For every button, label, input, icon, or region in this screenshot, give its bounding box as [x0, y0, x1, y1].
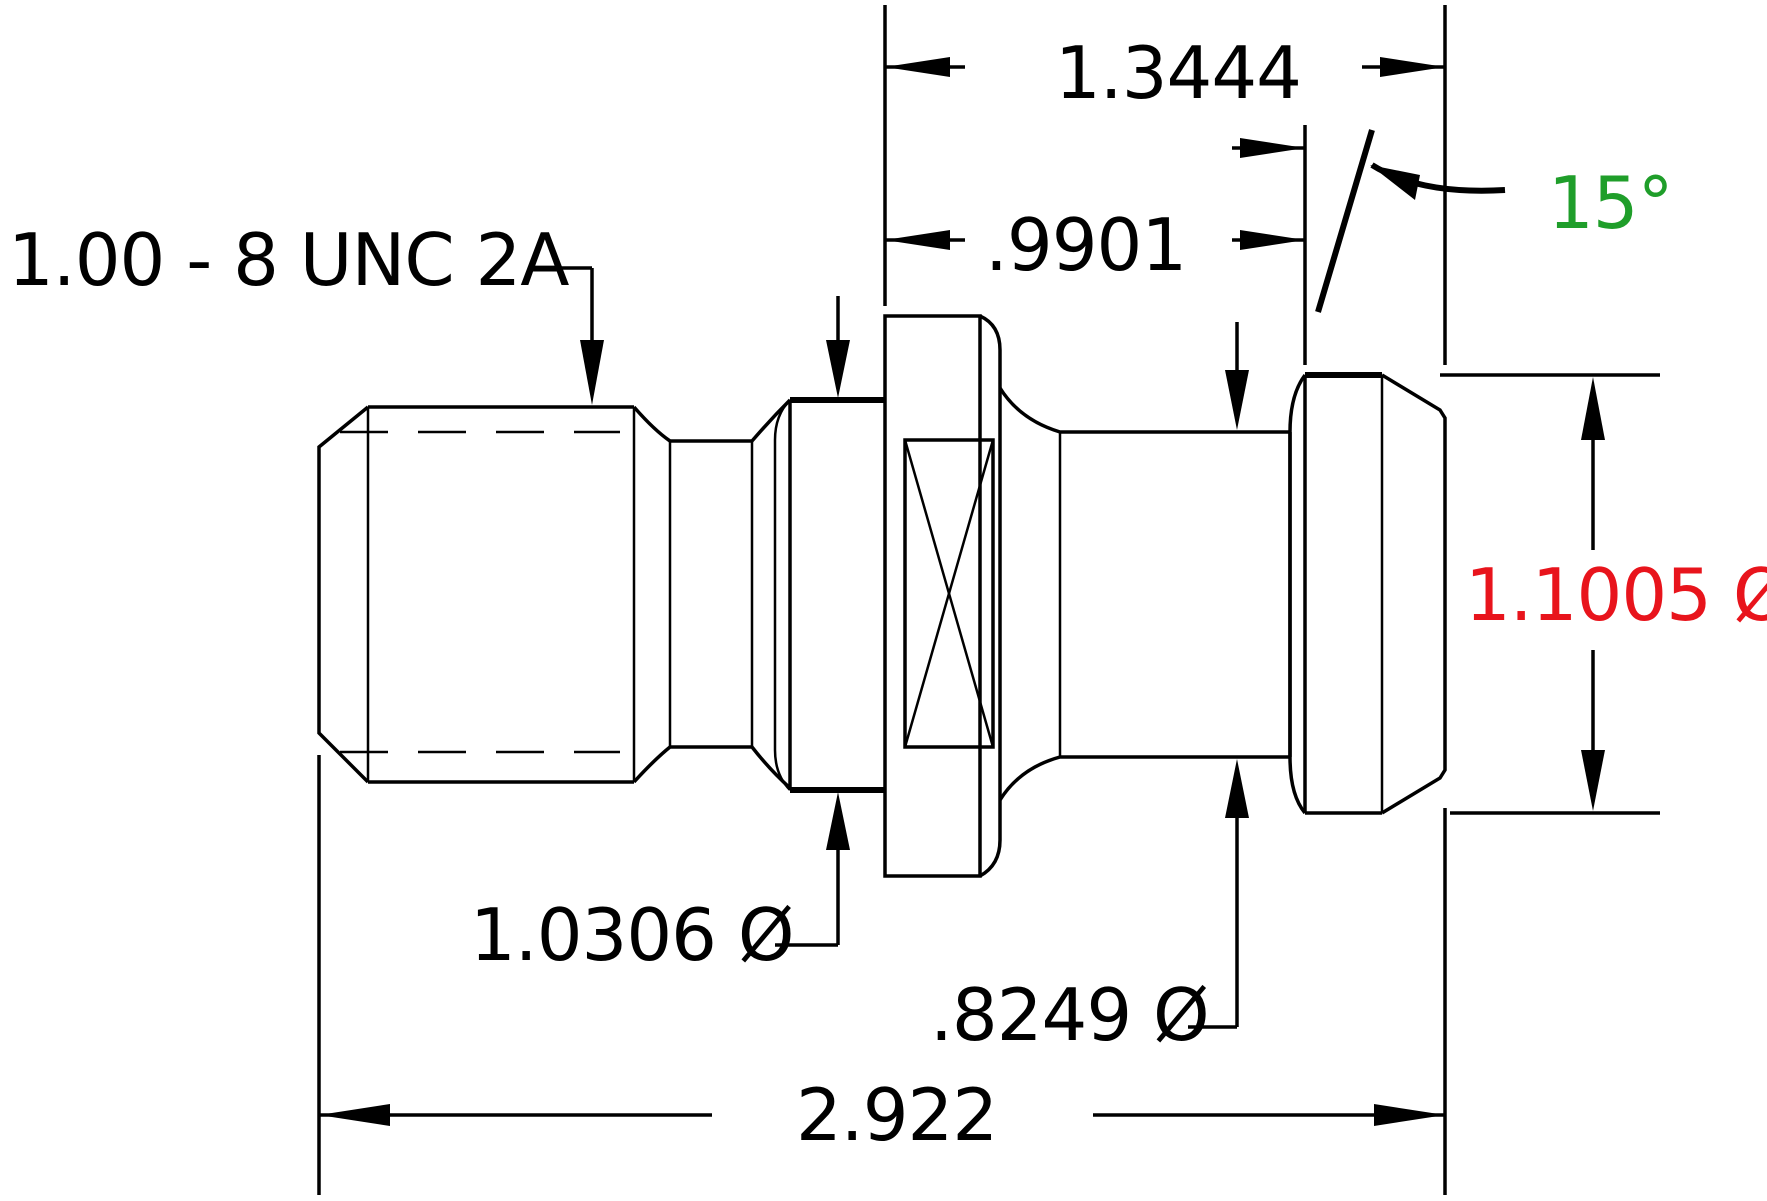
part-outline: [317, 314, 1447, 878]
head-dia-label: 1.1005 Ø: [1465, 553, 1767, 637]
dim-overall-length: [319, 1104, 1445, 1126]
extension-lines: [317, 5, 1660, 1195]
neck-length-label: .9901: [985, 203, 1186, 287]
dim-neck-length: [885, 138, 1305, 250]
thread-spec-label: 1.00 - 8 UNC 2A: [8, 218, 569, 302]
thread-section: [317, 405, 636, 784]
collar-dia-label: 1.0306 Ø: [470, 893, 794, 977]
angle-label: 15°: [1548, 161, 1673, 245]
angle-indicator: [1315, 129, 1506, 313]
neck-dia-label: .8249 Ø: [930, 973, 1209, 1057]
dim-neck-dia: [1188, 322, 1249, 1029]
overall-length-label: 2.922: [796, 1073, 997, 1157]
flange-section: [883, 314, 1002, 878]
thread-leader: [540, 266, 604, 405]
dim-collar-dia: [775, 296, 850, 947]
head-section: [1288, 372, 1447, 815]
dim-head-length: [885, 57, 1445, 77]
relief-groove: [632, 398, 792, 790]
neck-section: [998, 387, 1292, 801]
head-length-label: 1.3444: [1055, 31, 1301, 115]
collar-section: [773, 397, 885, 793]
dim-head-dia: [1581, 377, 1605, 811]
